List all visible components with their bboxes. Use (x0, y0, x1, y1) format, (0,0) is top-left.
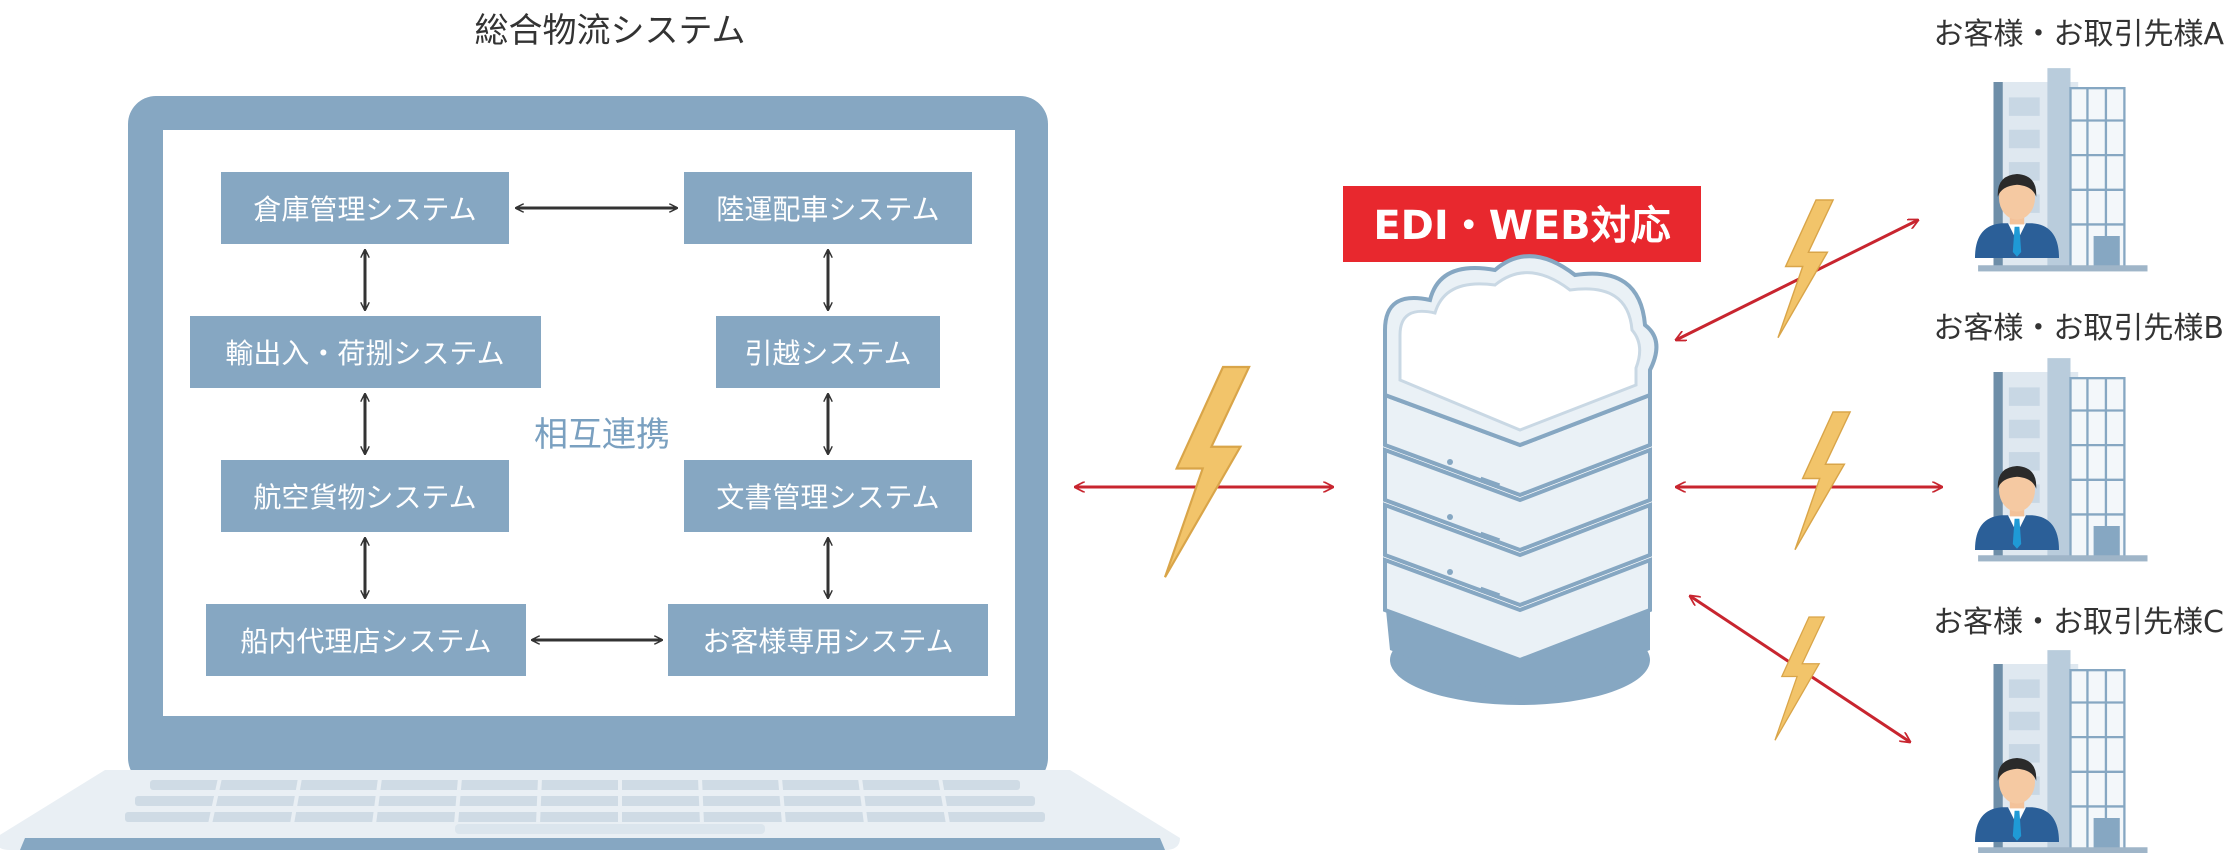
system-box-import-export: 輸出入・荷捌システム (190, 316, 541, 388)
system-label-air: 航空貨物システム (253, 481, 476, 514)
system-label-warehouse: 倉庫管理システム (253, 193, 476, 226)
cloud-server-icon (1383, 254, 1659, 705)
diagram-title: 総合物流システム (475, 11, 746, 51)
system-box-moving: 引越システム (716, 316, 940, 388)
lightning-icon (1794, 411, 1851, 551)
lightning-icon (1163, 365, 1251, 579)
lightning-icon (1777, 199, 1834, 339)
system-box-customer: お客様専用システム (668, 604, 988, 676)
arrow-server-client-a (1676, 220, 1918, 340)
mutual-link-label: 相互連携 (534, 415, 670, 455)
system-label-import-export: 輸出入・荷捌システム (225, 337, 504, 370)
edi-web-label: EDI・WEB対応 (1373, 203, 1670, 249)
system-label-customer: お客様専用システム (702, 625, 953, 658)
system-label-moving: 引越システム (744, 337, 911, 370)
system-box-document: 文書管理システム (684, 460, 972, 532)
system-label-document: 文書管理システム (716, 481, 939, 514)
client-label-b: お客様・お取引先様B (1933, 311, 2224, 346)
client-label-a: お客様・お取引先様A (1933, 17, 2224, 52)
system-box-agency: 船内代理店システム (206, 604, 526, 676)
edi-web-badge: EDI・WEB対応 (1343, 186, 1701, 262)
system-box-land: 陸運配車システム (684, 172, 972, 244)
system-box-warehouse: 倉庫管理システム (221, 172, 509, 244)
system-box-air: 航空貨物システム (221, 460, 509, 532)
system-label-land: 陸運配車システム (716, 193, 939, 226)
system-label-agency: 船内代理店システム (240, 625, 491, 658)
client-label-c: お客様・お取引先様C (1933, 605, 2224, 640)
